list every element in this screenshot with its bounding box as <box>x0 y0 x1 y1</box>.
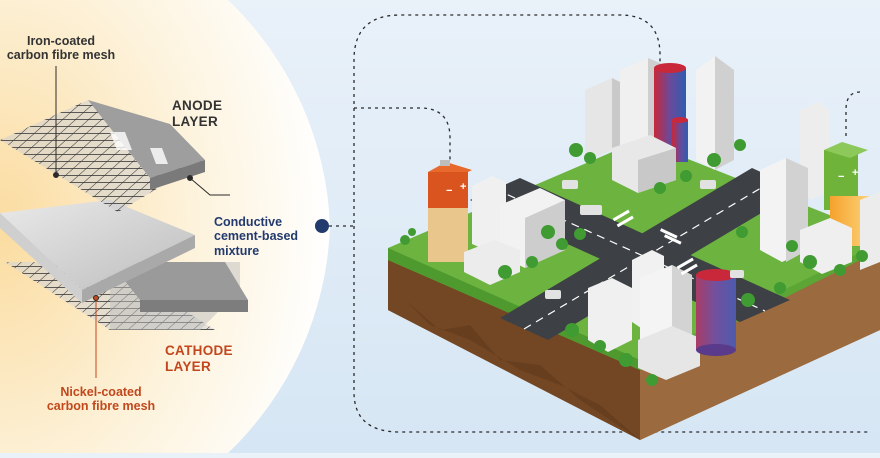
dashed-connectors <box>322 14 870 433</box>
anode-label-line2: LAYER <box>172 113 219 129</box>
battery-signs: + − + − <box>446 167 858 197</box>
iron-mesh-label: Iron-coated carbon fibre mesh <box>6 34 116 63</box>
minus-sign-left: − <box>446 185 452 197</box>
anode-slab <box>88 100 205 190</box>
nickel-mesh-label-line2: carbon fibre mesh <box>46 399 156 414</box>
conductive-label-line2: cement-based <box>214 229 299 244</box>
anode-layer-label: ANODE LAYER <box>172 98 222 129</box>
iron-mesh-label-line1: Iron-coated <box>26 34 96 48</box>
trees <box>400 139 868 386</box>
anode-label-line1: ANODE <box>172 98 223 113</box>
cathode-label-line2: LAYER <box>165 358 212 374</box>
conductive-mixture-label: Conductive cement-based mixture <box>214 215 298 258</box>
nickel-mesh-label: Nickel-coated carbon fibre mesh <box>38 385 164 414</box>
plus-sign-left: + <box>460 181 466 193</box>
cathode-label-line1: CATHODE <box>165 343 233 358</box>
conductive-label-line1: Conductive <box>214 215 283 229</box>
conductive-label-line3: mixture <box>214 243 260 258</box>
connector-dot <box>315 219 329 233</box>
nickel-mesh-label-line1: Nickel-coated <box>60 385 142 399</box>
conductive-slab <box>0 200 195 303</box>
minus-sign-right: − <box>838 171 844 183</box>
vehicles <box>545 180 744 299</box>
cathode-layer-label: CATHODE LAYER <box>165 343 233 374</box>
leader-lines <box>53 66 230 378</box>
plus-sign-right: + <box>852 167 858 179</box>
crosswalks <box>612 209 698 276</box>
iron-mesh-label-line2: carbon fibre mesh <box>6 48 116 63</box>
buildings <box>428 56 880 380</box>
